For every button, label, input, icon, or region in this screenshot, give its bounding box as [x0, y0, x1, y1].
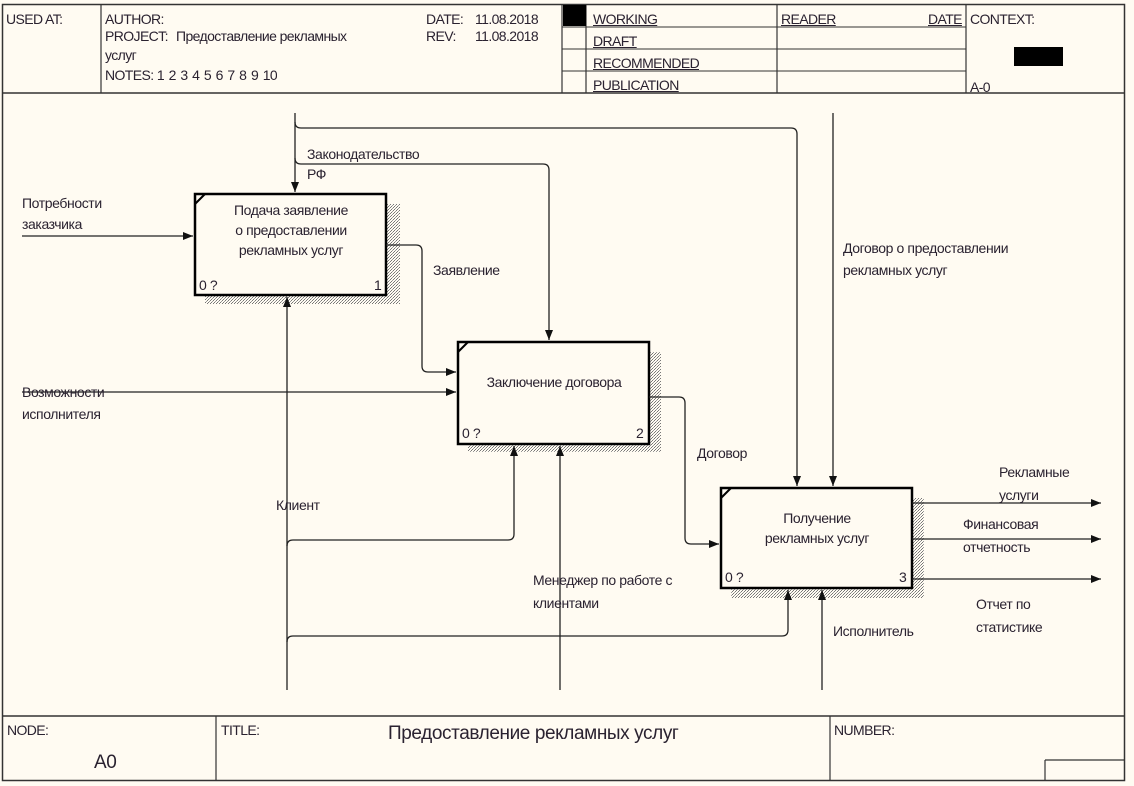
activity-box-3[interactable] [719, 486, 914, 590]
activity-1-line-1: Подача заявление [234, 202, 348, 218]
reader-date-label: DATE [928, 11, 963, 27]
label-capabilities-line-1: Возможности [22, 384, 105, 400]
label-contract-doc-line-1: Договор о предоставлении [843, 240, 1009, 256]
activity-1-cost: 0 ? [199, 277, 218, 293]
context-node[interactable]: A-0 [970, 79, 990, 93]
notes-label: NOTES: [105, 67, 154, 80]
label-needs-line-1: Потребности [22, 195, 102, 211]
context-label: CONTEXT: [970, 11, 1035, 27]
label-manager[interactable]: Менеджер по работе с клиентами [533, 569, 672, 615]
title-label: TITLE: [221, 722, 260, 738]
label-ad-services-line-1: Рекламные [999, 464, 1070, 480]
status-publication[interactable]: PUBLICATION [593, 77, 679, 92]
rev-value: 11.08.2018 [475, 28, 539, 44]
label-manager-line-1: Менеджер по работе с [533, 572, 673, 588]
date-value: 11.08.2018 [475, 11, 539, 27]
label-financial-line-2: отчетность [963, 539, 1031, 555]
label-stats[interactable]: Отчет по статистике [976, 593, 1043, 639]
activity-2-name[interactable]: Заключение договора [486, 374, 622, 390]
label-stats-line-2: статистике [976, 619, 1043, 635]
activity-1-line-3: рекламных услуг [238, 242, 344, 258]
label-law-line-2: РФ [307, 166, 327, 182]
label-client[interactable]: Клиент [276, 497, 320, 513]
activity-3-name[interactable]: Получение рекламных услуг [722, 508, 912, 548]
status-recommended[interactable]: RECOMMENDED [593, 55, 700, 70]
used-at-label: USED AT: [6, 11, 63, 27]
project-label: PROJECT: [105, 28, 168, 44]
arrow-law-to-box3[interactable] [294, 121, 801, 486]
label-needs-line-2: заказчика [22, 216, 82, 232]
label-capabilities-line-2: исполнителя [22, 406, 101, 422]
rev-label: REV: [426, 28, 456, 44]
label-executor[interactable]: Исполнитель [833, 623, 914, 639]
label-contract-doc[interactable]: Договор о предоставлении рекламных услуг [843, 237, 1009, 281]
node-label: NODE: [7, 722, 49, 738]
arrow-application[interactable] [386, 244, 456, 376]
outer-border [1, 3, 1126, 782]
activity-3-number: 3 [899, 569, 907, 585]
activity-box-1[interactable] [193, 192, 388, 297]
activity-3-line-1: Получение [783, 510, 851, 526]
activity-2-number: 2 [636, 425, 644, 441]
author-label: AUTHOR: [105, 11, 164, 27]
project-value: Предоставление рекламных [176, 28, 347, 44]
label-ad-services-line-2: услуги [999, 487, 1039, 503]
activity-box-2[interactable] [456, 340, 651, 446]
label-law-line-1: Законодательство [307, 146, 420, 162]
reader-label: READER [781, 11, 836, 27]
label-needs[interactable]: Потребности заказчика [22, 193, 102, 235]
project-value-cont: услуг [105, 47, 137, 63]
activity-1-name[interactable]: Подача заявление о предоставлении реклам… [196, 200, 386, 260]
number-label: NUMBER: [834, 722, 895, 738]
label-contract-doc-line-2: рекламных услуг [843, 262, 948, 278]
status-draft[interactable]: DRAFT [593, 33, 637, 48]
label-manager-line-2: клиентами [533, 595, 599, 611]
node-value[interactable]: A0 [94, 752, 117, 773]
label-capabilities[interactable]: Возможности исполнителя [22, 381, 105, 425]
arrow-contract[interactable] [649, 396, 719, 548]
arrow-client-to-box3[interactable] [286, 590, 792, 643]
diagram-title[interactable]: Предоставление рекламных услуг [388, 723, 679, 744]
activity-3-line-2: рекламных услуг [764, 530, 870, 546]
label-stats-line-1: Отчет по [976, 596, 1031, 612]
label-contract[interactable]: Договор [697, 445, 748, 461]
context-parent-box [1014, 47, 1063, 66]
label-application[interactable]: Заявление [433, 262, 500, 278]
activity-1-number: 1 [374, 277, 382, 293]
arrow-law-to-box2[interactable] [294, 157, 553, 340]
notes-value[interactable]: 1 2 3 4 5 6 7 8 9 10 [156, 67, 278, 80]
status-working[interactable]: WORKING [593, 11, 658, 27]
status-working-marker [563, 5, 586, 26]
activity-1-line-2: о предоставлении [235, 222, 347, 238]
label-financial[interactable]: Финансовая отчетность [963, 513, 1039, 559]
label-law[interactable]: Законодательство РФ [307, 144, 420, 184]
notes: NOTES: 1 2 3 4 5 6 7 8 9 10 [105, 67, 277, 80]
label-financial-line-1: Финансовая [963, 516, 1039, 532]
date-label: DATE: [426, 11, 464, 27]
label-ad-services[interactable]: Рекламные услуги [999, 461, 1070, 507]
activity-3-cost: 0 ? [725, 569, 744, 585]
activity-2-cost: 0 ? [462, 425, 481, 441]
arrow-client-to-box2[interactable] [286, 446, 518, 547]
